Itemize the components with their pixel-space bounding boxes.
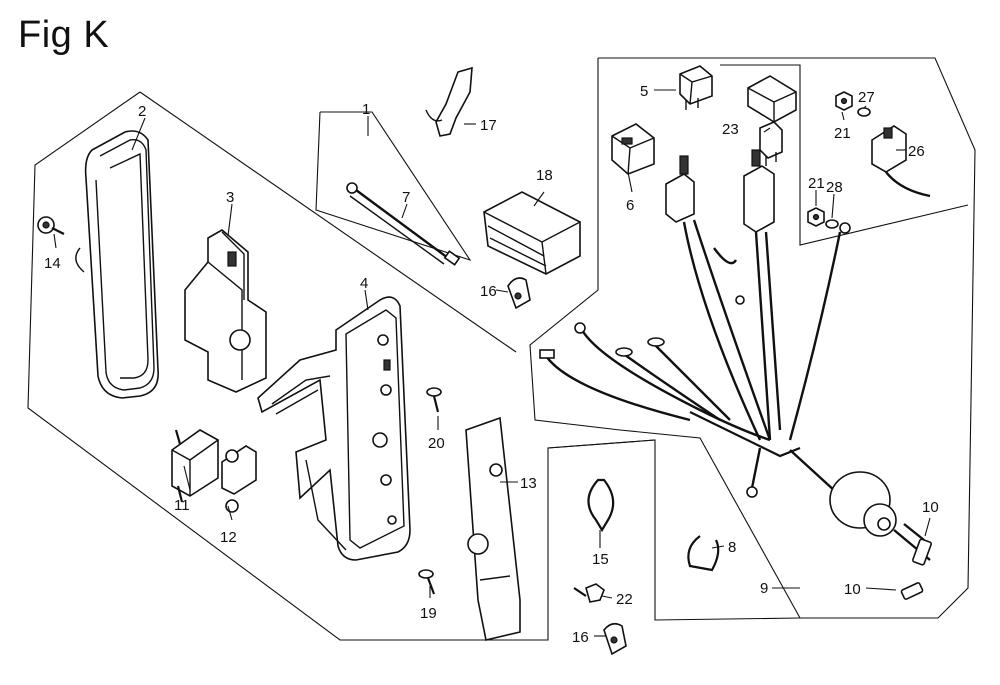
group-outline-clip-set <box>547 439 801 621</box>
callout-18: 18 <box>536 167 553 184</box>
callout-16-upper: 16 <box>480 283 497 300</box>
relay-part-5 <box>679 65 713 110</box>
fuse-holder-part-6 <box>611 123 655 175</box>
washer-part-27 <box>857 107 871 117</box>
callout-3: 3 <box>226 189 234 206</box>
callout-1: 1 <box>362 101 370 118</box>
callout-10-lower: 10 <box>844 581 861 598</box>
bracket-part-3 <box>184 229 267 393</box>
callout-21-upper: 21 <box>834 125 851 142</box>
fuse-cover <box>747 75 797 123</box>
fuse-part-23 <box>759 121 783 166</box>
group-outline-harness-sub <box>720 64 969 246</box>
callout-7: 7 <box>402 189 410 206</box>
group-outline-ground-cable <box>315 111 472 262</box>
figure-title: Fig K <box>18 14 110 56</box>
bolt-part-22 <box>573 583 605 603</box>
cable-tie-part-15 <box>587 478 615 533</box>
callout-19: 19 <box>420 605 437 622</box>
terminal-part-10-lower <box>900 582 924 600</box>
leader-lines <box>53 89 931 637</box>
rubber-block-part-18 <box>483 191 581 275</box>
connector-part-26 <box>871 125 931 198</box>
callout-21-lower: 21 <box>808 175 825 192</box>
washer-part-28 <box>825 219 839 229</box>
clamp-part-8 <box>687 535 720 572</box>
callout-10-upper: 10 <box>922 499 939 516</box>
plate-part-13 <box>465 416 521 641</box>
callout-2: 2 <box>138 103 146 120</box>
clamp-part-16-upper <box>507 277 531 310</box>
callout-20: 20 <box>428 435 445 452</box>
callout-5: 5 <box>640 83 648 100</box>
switch-part-12 <box>221 445 257 513</box>
callout-16-lower: 16 <box>572 629 589 646</box>
terminal-part-10-upper <box>912 538 932 566</box>
callout-26: 26 <box>908 143 925 160</box>
group-outline-harness <box>529 57 976 619</box>
wire-harness-part-9 <box>539 149 931 561</box>
nut-part-21-lower <box>807 207 825 227</box>
callout-17: 17 <box>480 117 497 134</box>
callout-4: 4 <box>360 275 368 292</box>
clip-part-17 <box>425 66 473 137</box>
clamp-part-16-lower <box>603 622 627 656</box>
callout-6: 6 <box>626 197 634 214</box>
callout-22: 22 <box>616 591 633 608</box>
screw-part-14 <box>37 216 65 235</box>
callout-12: 12 <box>220 529 237 546</box>
breaker-part-11 <box>171 429 219 503</box>
group-outline-box-top <box>139 91 517 353</box>
callout-15: 15 <box>592 551 609 568</box>
callout-13: 13 <box>520 475 537 492</box>
callout-11: 11 <box>174 497 190 514</box>
ground-cable-part-7 <box>346 182 461 266</box>
callout-27: 27 <box>858 89 875 106</box>
callout-28: 28 <box>826 179 843 196</box>
callout-14: 14 <box>44 255 61 272</box>
control-box-cover <box>75 130 159 399</box>
screw-part-20 <box>426 387 442 413</box>
callout-labels: 1 2 3 4 5 6 7 8 9 10 10 11 12 13 14 15 1… <box>44 83 939 646</box>
callout-23: 23 <box>722 121 739 138</box>
callout-8: 8 <box>728 539 736 556</box>
screw-part-19 <box>418 569 436 595</box>
callout-9: 9 <box>760 580 768 597</box>
control-panel-part-4 <box>257 296 411 561</box>
nut-part-21-upper <box>835 91 853 111</box>
